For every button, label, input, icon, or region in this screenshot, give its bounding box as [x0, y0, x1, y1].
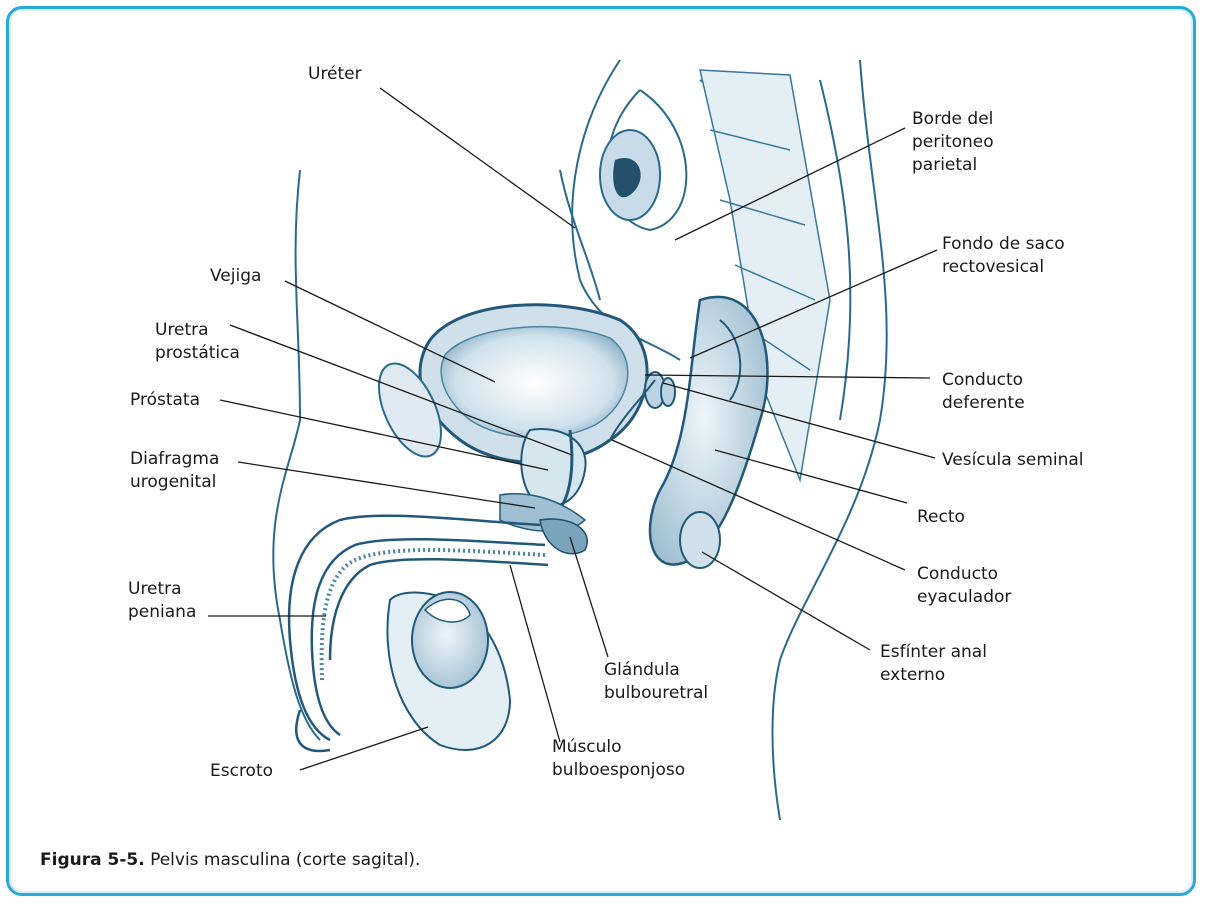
label-diafragma: Diafragma urogenital [130, 448, 219, 494]
label-uretra-pen-line-2: peniana [128, 601, 196, 624]
label-fondo-saco: Fondo de saco rectovesical [942, 233, 1065, 279]
figure-caption: Figura 5-5. Pelvis masculina (corte sagi… [40, 850, 420, 870]
label-prostata: Próstata [130, 389, 200, 412]
caption-text: Pelvis masculina (corte sagital). [150, 850, 420, 870]
label-fondo-line-1: Fondo de saco [942, 233, 1065, 256]
label-glandula-line-1: Glándula [604, 659, 708, 682]
label-musculo-line-2: bulboesponjoso [552, 759, 685, 782]
label-conducto-deferente: Conducto deferente [942, 369, 1025, 415]
label-glandula-line-2: bulbouretral [604, 682, 708, 705]
label-fondo-line-2: rectovesical [942, 256, 1065, 279]
label-vesicula-seminal: Vesícula seminal [942, 449, 1084, 472]
label-esfinter-line-2: externo [880, 664, 987, 687]
label-vejiga: Vejiga [210, 265, 261, 288]
label-musculo-line-1: Músculo [552, 736, 685, 759]
label-uretra-prost-line-2: prostática [155, 342, 240, 365]
label-uretra-pen-line-1: Uretra [128, 578, 196, 601]
label-musculo-bulboesponjoso: Músculo bulboesponjoso [552, 736, 685, 782]
caption-number: Figura 5-5. [40, 850, 145, 870]
label-conducto-def-line-2: deferente [942, 392, 1025, 415]
label-borde-line-3: parietal [912, 154, 994, 177]
label-diafragma-line-2: urogenital [130, 471, 219, 494]
label-conducto-eya-line-1: Conducto [917, 563, 1011, 586]
label-esfinter-anal: Esfínter anal externo [880, 641, 987, 687]
label-ureter: Uréter [308, 63, 362, 86]
label-uretra-peniana: Uretra peniana [128, 578, 196, 624]
label-conducto-def-line-1: Conducto [942, 369, 1025, 392]
label-escroto: Escroto [210, 760, 273, 783]
label-uretra-prostatica: Uretra prostática [155, 319, 240, 365]
label-borde-peritoneo: Borde del peritoneo parietal [912, 108, 994, 177]
label-diafragma-line-1: Diafragma [130, 448, 219, 471]
label-esfinter-line-1: Esfínter anal [880, 641, 987, 664]
label-recto: Recto [917, 506, 965, 529]
label-glandula-bulbouretral: Glándula bulbouretral [604, 659, 708, 705]
label-uretra-prost-line-1: Uretra [155, 319, 240, 342]
label-borde-line-2: peritoneo [912, 131, 994, 154]
label-conducto-eya-line-2: eyaculador [917, 586, 1011, 609]
label-borde-line-1: Borde del [912, 108, 994, 131]
label-conducto-eyaculador: Conducto eyaculador [917, 563, 1011, 609]
